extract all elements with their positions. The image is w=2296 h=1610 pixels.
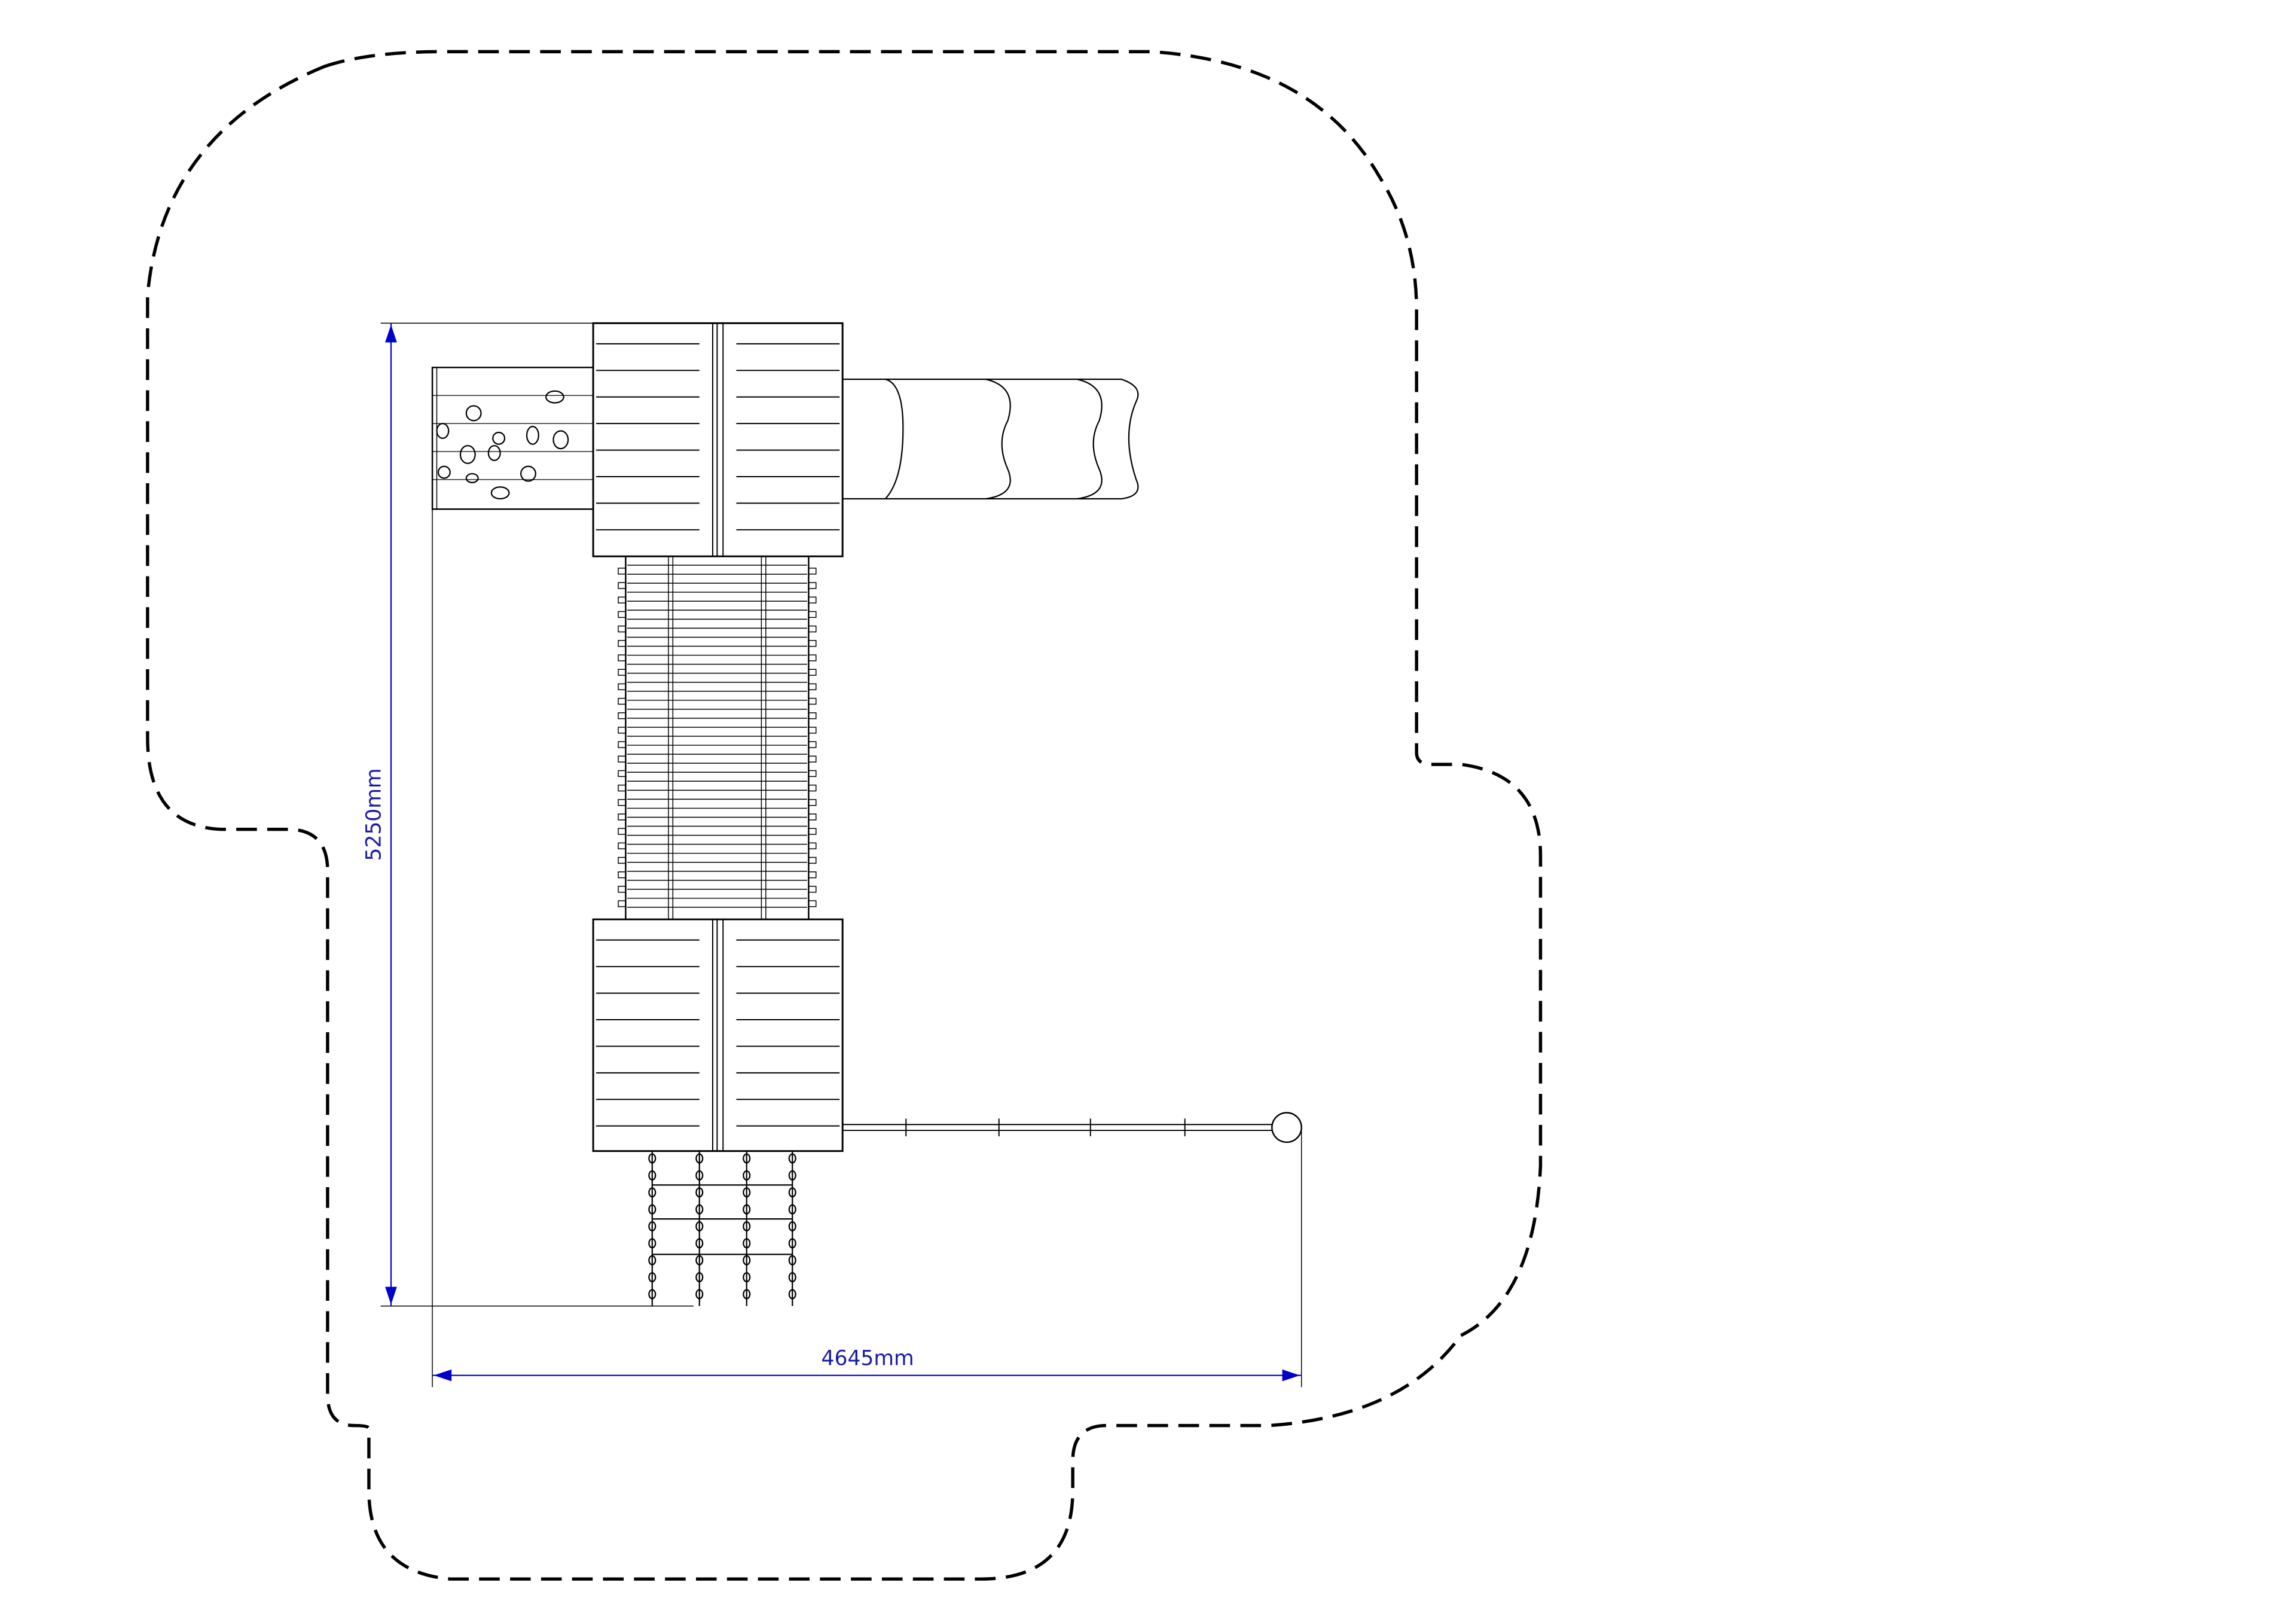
tube-slide [842, 379, 1139, 500]
height-dimension-label: 5250mm [362, 768, 386, 861]
lower-platform [592, 918, 844, 1152]
zipline-cable [842, 1112, 1302, 1144]
climbing-hold-icon [436, 390, 569, 500]
height-dimension: 5250mm [362, 322, 694, 1307]
width-dimension-label: 4645mm [822, 1346, 914, 1370]
bridge [618, 555, 817, 920]
climbing-wall [431, 367, 594, 510]
upper-platform [592, 322, 844, 557]
rope-net [648, 1151, 796, 1306]
safety-zone-outline [146, 50, 1543, 1581]
width-dimension: 4645mm [432, 509, 1302, 1388]
